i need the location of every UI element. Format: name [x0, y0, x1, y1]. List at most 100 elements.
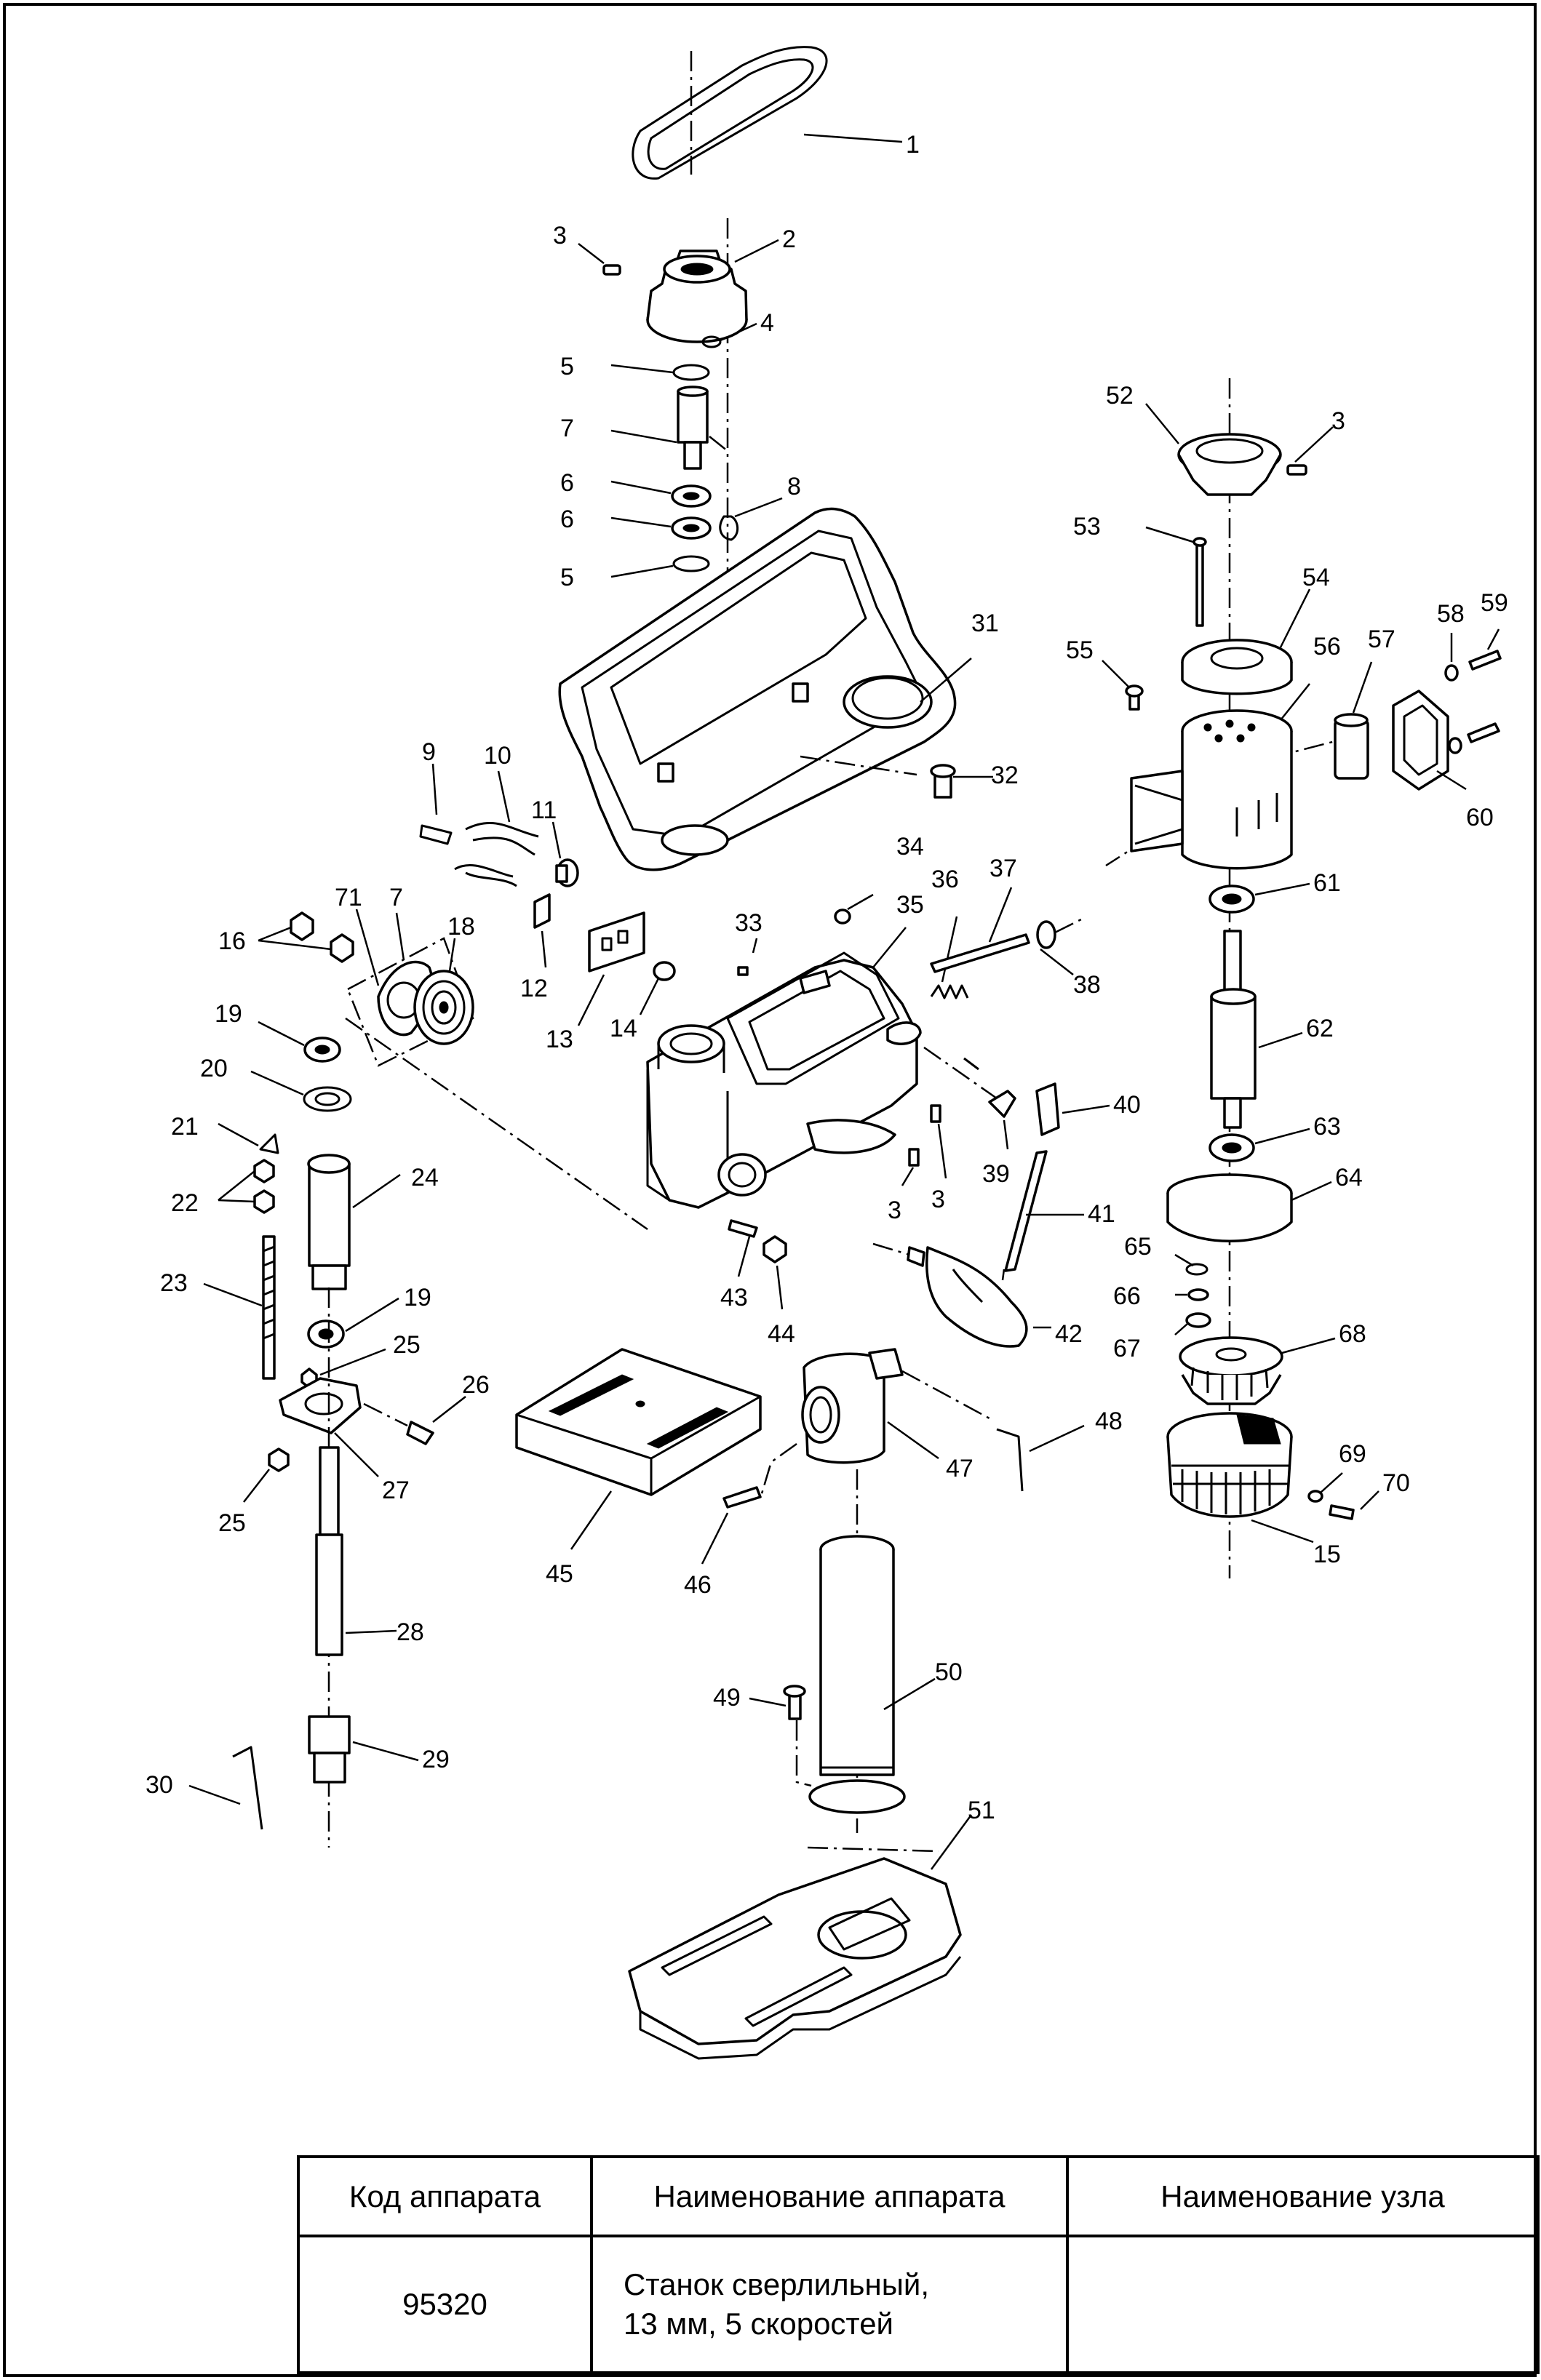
part-49-bolt: [749, 1685, 812, 1787]
part-55-screw: [1102, 660, 1144, 711]
part-label: 44: [768, 1320, 795, 1348]
part-label: 10: [484, 742, 511, 770]
part-11-plug: [552, 821, 579, 887]
part-27-depth-stop: [279, 1377, 379, 1477]
exploded-parts-diagram: 1 2 3 4 5 7 6 6 5 8 31 32 9 10 11 12 13 …: [146, 46, 1508, 2060]
part-label: 19: [404, 1284, 431, 1311]
part-label: 39: [982, 1160, 1010, 1188]
part-label: 38: [1073, 971, 1101, 999]
part-22-nuts: [218, 1159, 275, 1214]
part-label: 43: [720, 1284, 748, 1311]
part-label: 15: [1313, 1541, 1341, 1568]
header-code: Код аппарата: [297, 2155, 593, 2237]
part-7-spindle-sleeve: [610, 386, 709, 470]
part-label: 30: [146, 1771, 173, 1799]
part-43-bolt: [728, 1219, 758, 1277]
part-25-nut-lower: [243, 1447, 290, 1503]
part-label: 48: [1095, 1407, 1123, 1435]
part-26-screw: [363, 1396, 466, 1445]
part-label: 6: [560, 469, 574, 497]
part-label: 56: [1313, 633, 1341, 660]
part-3-set-screw-motor: [1286, 426, 1334, 476]
part-label: 16: [218, 927, 246, 955]
part-label: 54: [1302, 564, 1330, 591]
part-14-switch: [639, 961, 676, 1015]
part-39-lever: [923, 1046, 1016, 1150]
part-label: 8: [787, 473, 801, 500]
part-label: 2: [782, 225, 796, 253]
part-60-switch-box: [1392, 690, 1500, 791]
part-label: 24: [411, 1164, 439, 1191]
part-label: 35: [896, 891, 924, 919]
part-2-spindle-pulley: [646, 239, 779, 343]
part-16-nuts: [258, 911, 354, 963]
part-label: 26: [462, 1371, 490, 1399]
part-59-screw: [1468, 628, 1502, 671]
part-67-nut: [1174, 1312, 1211, 1335]
part-46-bolt: [701, 1442, 797, 1565]
table-header-row: Код аппарата Наименование аппарата Наиме…: [297, 2155, 1540, 2237]
part-10-wires: [454, 770, 539, 887]
part-52-motor-pulley: [1145, 403, 1282, 496]
part-47-table-bracket: [801, 1348, 990, 1464]
part-18-clock-spring: [413, 938, 474, 1045]
part-label: 5: [560, 353, 574, 380]
part-label: 28: [397, 1618, 424, 1646]
part-40-cap: [1035, 1082, 1110, 1136]
part-35-head: [646, 927, 922, 1209]
part-54-motor-cover: [1181, 588, 1311, 695]
part-5-retaining-rings: [610, 364, 710, 578]
part-57-capacitor: [1334, 661, 1373, 780]
part-label: 52: [1106, 382, 1134, 410]
part-20-ring: [250, 1070, 352, 1112]
part-23-feed-screw: [203, 1235, 276, 1380]
part-66-washer: [1175, 1288, 1209, 1301]
part-label: 67: [1113, 1335, 1141, 1362]
part-label: 11: [531, 796, 557, 824]
part-24-quill: [307, 1154, 401, 1290]
part-label: 45: [546, 1560, 573, 1588]
part-70-screw: [1329, 1490, 1379, 1520]
part-label: 27: [382, 1477, 410, 1504]
part-label: 66: [1113, 1282, 1141, 1310]
cell-code: 95320: [297, 2235, 593, 2374]
part-label: 3: [888, 1197, 901, 1224]
part-label: 20: [200, 1055, 228, 1082]
part-label: 14: [610, 1015, 637, 1042]
part-label: 71: [335, 884, 362, 911]
part-label: 69: [1339, 1440, 1366, 1468]
part-13-plate: [577, 911, 645, 1026]
part-label: 68: [1339, 1320, 1366, 1348]
part-label: 21: [171, 1113, 199, 1141]
cell-name-line-2: 13 мм, 5 скоростей: [624, 2307, 894, 2341]
cell-name-line-1: Станок сверлильный,: [624, 2267, 930, 2301]
cell-unit: [1066, 2235, 1540, 2374]
part-41-rod: [1001, 1150, 1084, 1281]
part-53-bolt: [1145, 526, 1207, 627]
part-label: 61: [1313, 869, 1341, 897]
part-42-handle-knob: [872, 1242, 1051, 1348]
part-33-screw: [737, 938, 758, 976]
part-3-set-screws-head: [901, 1104, 947, 1186]
cell-name: Станок сверлильный, 13 мм, 5 скоростей: [590, 2235, 1069, 2374]
part-51-base: [628, 1814, 973, 2060]
part-label: 34: [896, 833, 924, 860]
page-frame: [3, 3, 1537, 2377]
part-label: 42: [1055, 1320, 1083, 1348]
part-65-washer: [1174, 1253, 1208, 1276]
part-21-pointer: [218, 1122, 279, 1154]
part-4-ring: [701, 322, 757, 348]
part-label: 23: [160, 1269, 188, 1297]
part-label: 32: [991, 762, 1019, 789]
part-label: 62: [1306, 1015, 1334, 1042]
part-12-bracket: [533, 893, 551, 968]
part-label: 53: [1073, 513, 1101, 540]
part-label: 29: [422, 1746, 450, 1773]
part-label: 9: [422, 738, 436, 766]
part-label: 65: [1124, 1233, 1152, 1261]
part-label: 6: [560, 506, 574, 533]
part-label: 3: [931, 1186, 945, 1213]
part-38-knob: [1036, 917, 1085, 975]
part-29-arbor: [308, 1715, 419, 1784]
table-row: 95320 Станок сверлильный, 13 мм, 5 скоро…: [297, 2235, 1540, 2374]
